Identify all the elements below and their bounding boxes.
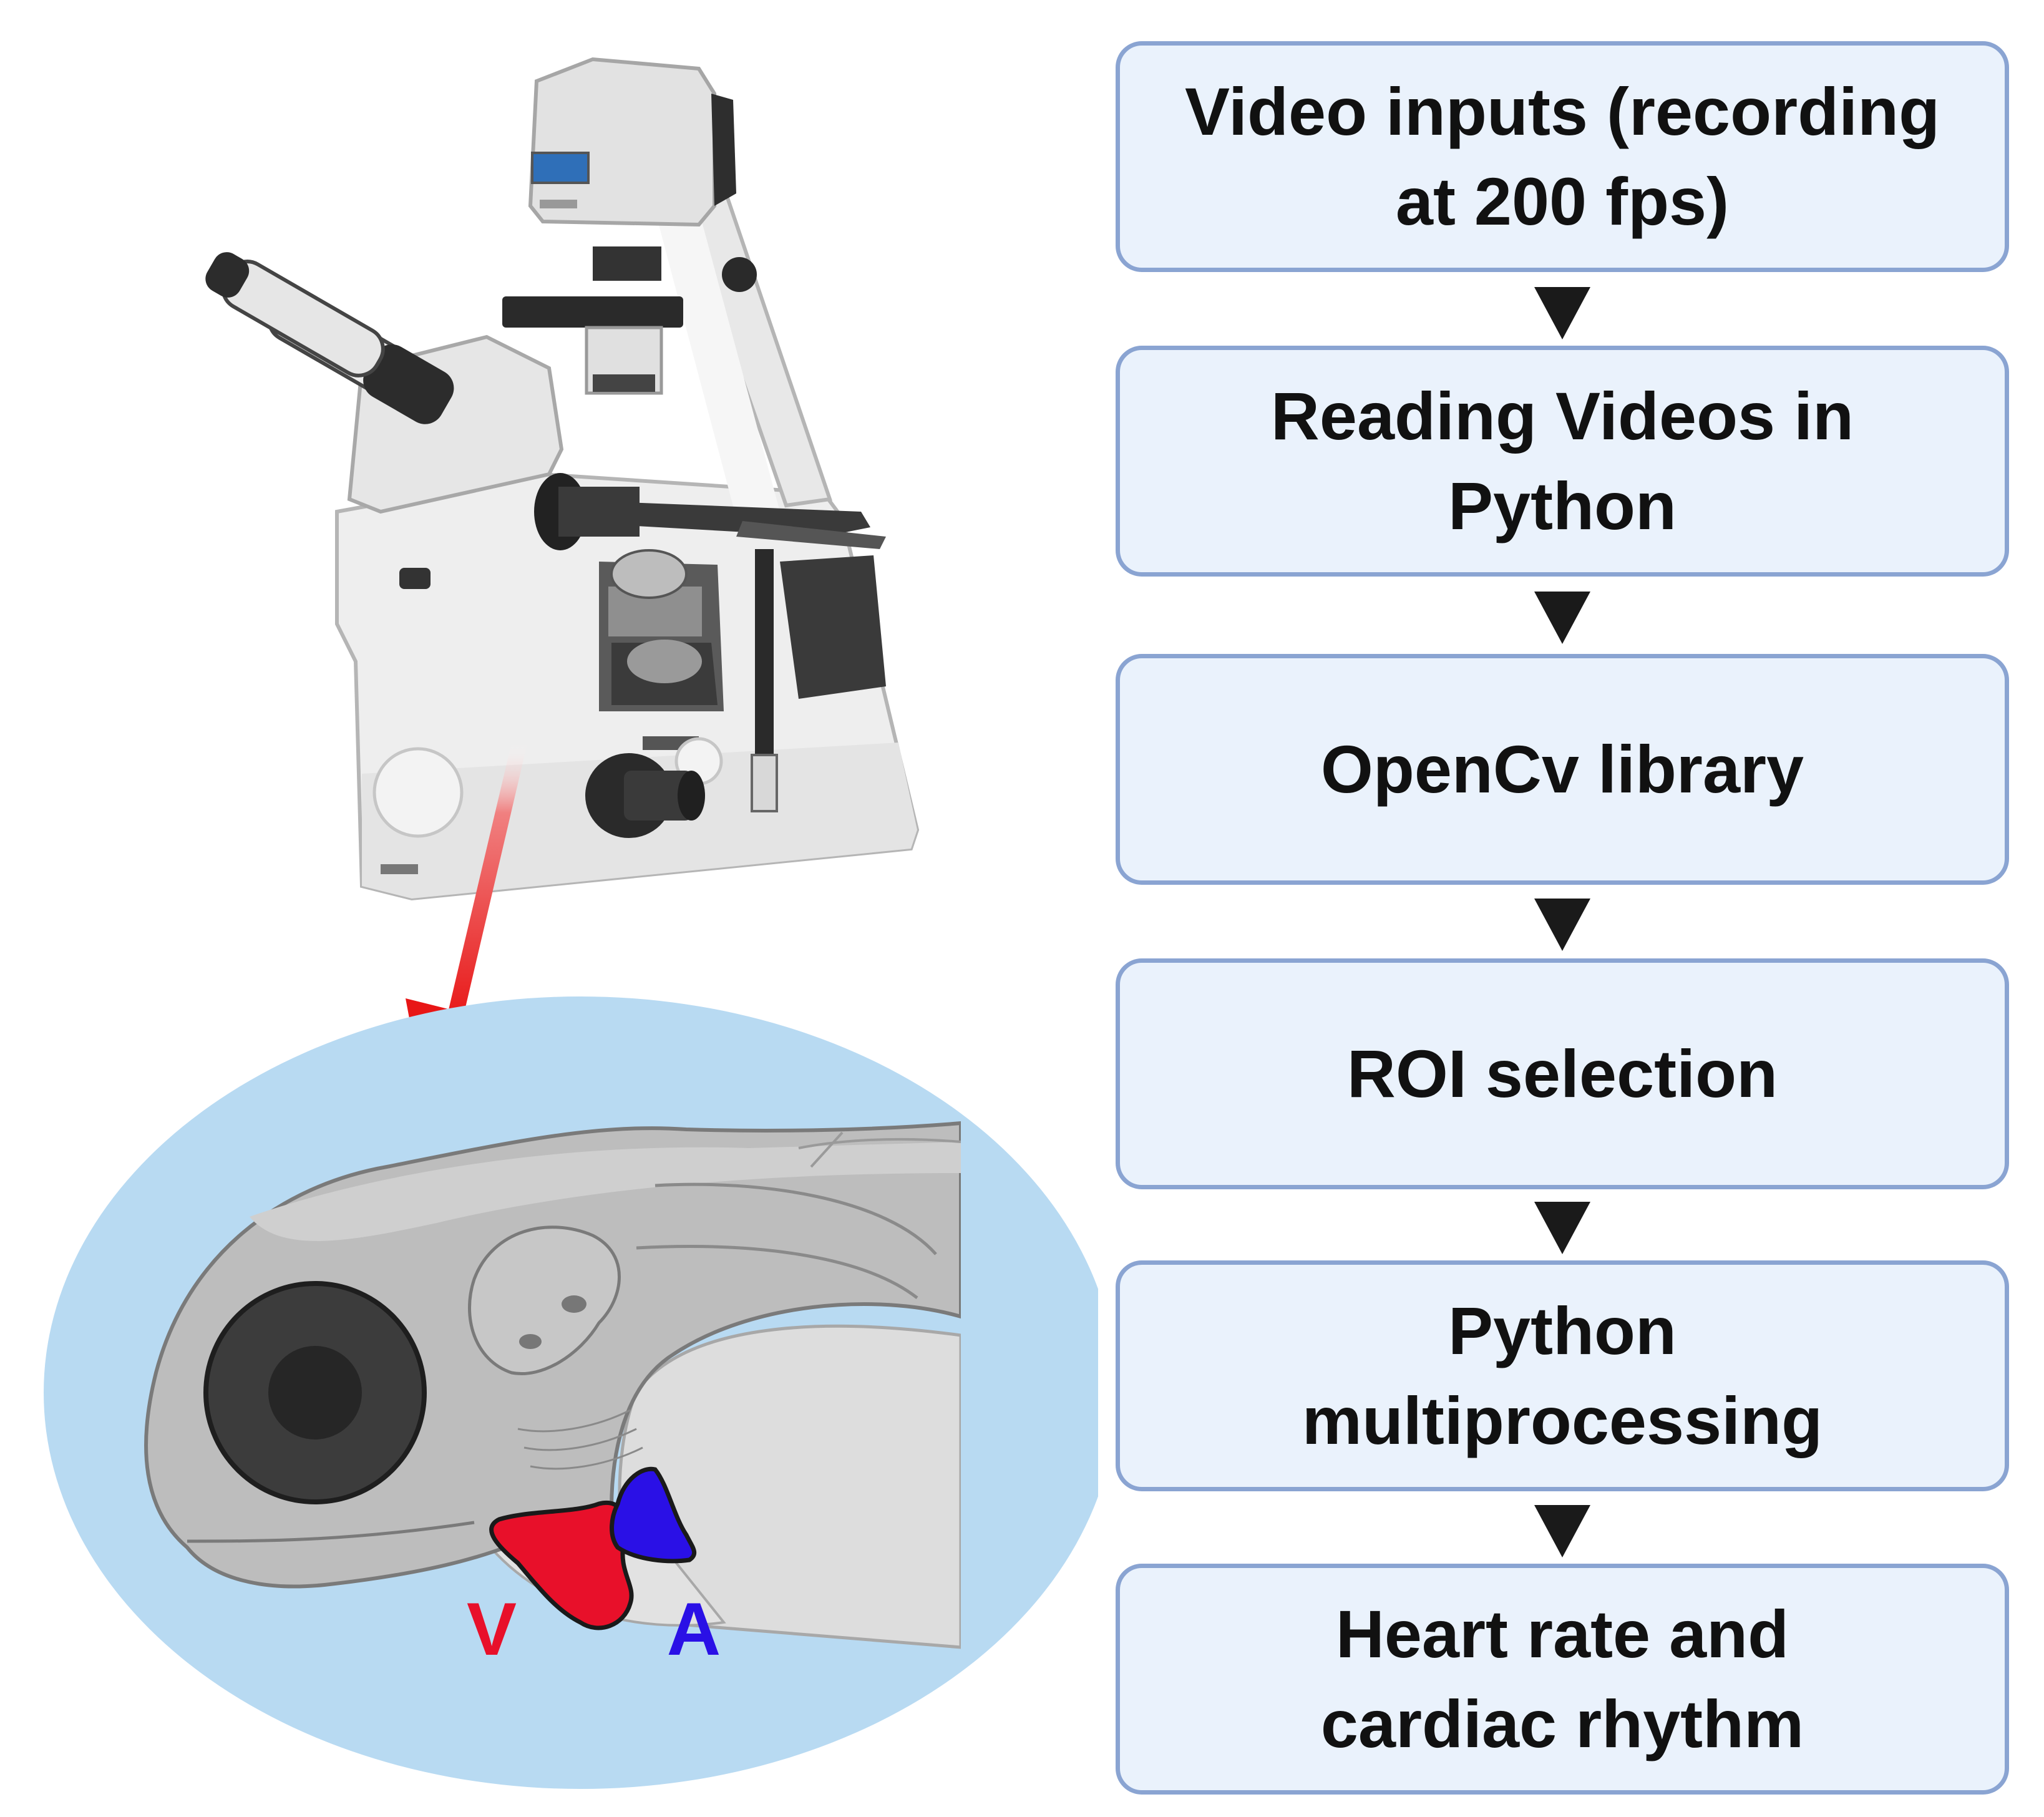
- ventricle-label: V: [467, 1587, 517, 1671]
- down-arrow-icon: [1534, 287, 1590, 339]
- microscope-icon: [205, 57, 920, 901]
- step-heart-rate-rhythm: Heart rate and cardiac rhythm: [1116, 1564, 2009, 1795]
- step-label: Video inputs (recording at 200 fps): [1184, 74, 1940, 239]
- atrium-label: A: [667, 1587, 721, 1671]
- down-arrow-icon: [1534, 1202, 1590, 1254]
- illustration: V A: [44, 57, 1098, 1789]
- step-python-multiprocessing: Python multiprocessing: [1116, 1260, 2009, 1491]
- step-video-inputs: Video inputs (recording at 200 fps): [1116, 41, 2009, 272]
- step-reading-videos: Reading Videos in Python: [1116, 346, 2009, 577]
- step-opencv-library: OpenCv library: [1116, 654, 2009, 885]
- step-label: Python multiprocessing: [1302, 1293, 1823, 1458]
- step-label: OpenCv library: [1320, 731, 1804, 807]
- down-arrow-icon: [1534, 899, 1590, 951]
- step-roi-selection: ROI selection: [1116, 958, 2009, 1189]
- down-arrow-icon: [1534, 1505, 1590, 1557]
- step-label: Reading Videos in Python: [1270, 378, 1854, 543]
- down-arrow-icon: [1534, 592, 1590, 644]
- ventricle-shape: [489, 1500, 634, 1630]
- atrium-shape: [610, 1466, 697, 1564]
- step-label: Heart rate and cardiac rhythm: [1320, 1596, 1804, 1761]
- step-label: ROI selection: [1346, 1036, 1778, 1111]
